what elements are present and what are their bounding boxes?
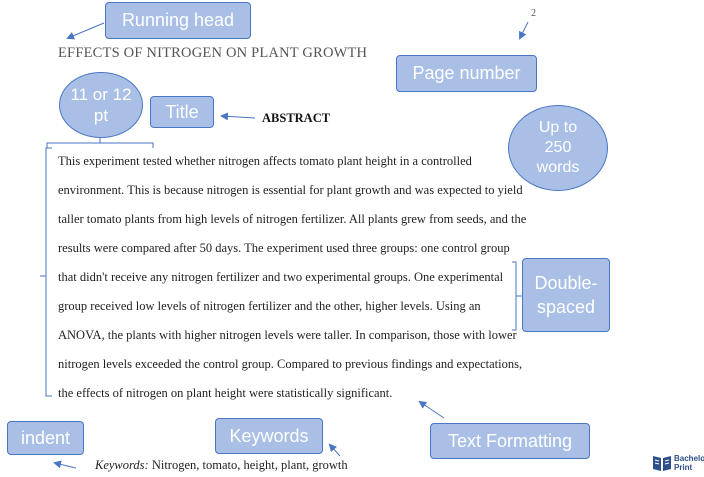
text-formatting-arrow [418, 400, 445, 419]
abstract-line: This experiment tested whether nitrogen … [58, 154, 472, 168]
abstract-line: environment. This is because nitrogen is… [58, 183, 523, 197]
bachelorprint-logo: Bachelor Print [652, 452, 704, 474]
font-size-callout: 11 or 12 pt [59, 72, 143, 138]
book-logo-icon [653, 456, 671, 471]
font-size-bracket [46, 142, 154, 148]
paragraph-bracket [45, 147, 52, 397]
word-limit-callout: Up to 250 words [508, 105, 608, 191]
abstract-line: nitrogen levels exceeded the control gro… [58, 357, 523, 371]
page-number-arrow [519, 21, 529, 40]
running-head-arrow [66, 22, 105, 40]
logo-text-line2: Print [674, 463, 693, 472]
abstract-line: taller tomato plants from high levels of… [58, 212, 527, 226]
page-number: 2 [531, 8, 536, 19]
keywords-line: Keywords: Nitrogen, tomato, height, plan… [95, 458, 348, 473]
running-head: EFFECTS OF NITROGEN ON PLANT GROWTH [58, 45, 368, 61]
title-arrow [220, 112, 256, 121]
double-spaced-callout: Double-spaced [522, 258, 610, 332]
abstract-line: the effects of nitrogen on plant height … [58, 386, 393, 400]
abstract-line: that didn't receive any nitrogen fertili… [58, 270, 504, 284]
title-callout: Title [150, 96, 214, 128]
keywords-arrow [328, 443, 341, 457]
running-head-callout: Running head [105, 2, 251, 39]
page-number-callout: Page number [396, 55, 537, 92]
indent-callout: indent [7, 421, 84, 455]
keywords-label: Keywords: [95, 458, 149, 472]
keywords-text: Nitrogen, tomato, height, plant, growth [148, 458, 348, 472]
keywords-callout: Keywords [215, 418, 323, 454]
double-spaced-bracket [512, 261, 517, 331]
indent-arrow [53, 460, 77, 469]
abstract-heading: ABSTRACT [262, 111, 331, 125]
logo-text-line1: Bachelor [674, 454, 704, 463]
text-formatting-callout: Text Formatting [430, 423, 590, 459]
abstract-line: group received low levels of nitrogen fe… [58, 299, 481, 313]
abstract-line: ANOVA, the plants with higher nitrogen l… [58, 328, 517, 342]
abstract-line: results were compared after 50 days. The… [58, 241, 510, 255]
